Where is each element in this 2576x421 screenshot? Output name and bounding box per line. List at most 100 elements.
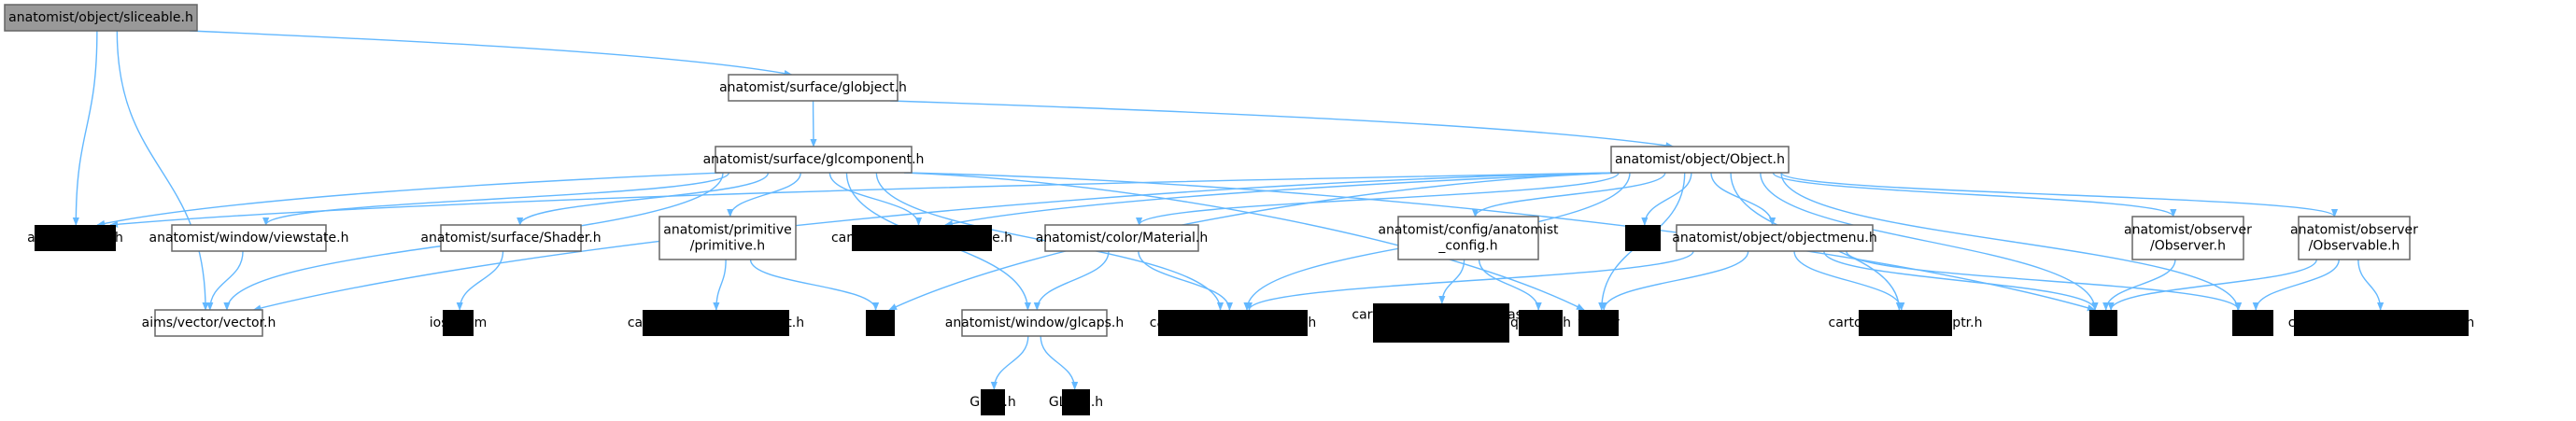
node-box	[1044, 224, 1199, 252]
node-material[interactable]: anatomist/color/Material.h	[1036, 224, 1209, 252]
node-label: vector	[1578, 316, 1620, 330]
edge-observable-to-sharedptr	[2357, 259, 2385, 311]
node-label: cartodata/volume/volume.h	[831, 231, 1012, 246]
node-object[interactable]: anatomist/object/Object.h	[1610, 146, 1790, 174]
node-globject[interactable]: anatomist/surface/globject.h	[719, 74, 907, 102]
node-anaconfig[interactable]: anatomist/config/anatomist_config.h	[1378, 216, 1559, 260]
node-label: cartobase/smart/rcobject.h	[628, 316, 804, 330]
node-rcobject: cartobase/smart/rcobject.h	[628, 310, 804, 336]
node-box	[1610, 146, 1790, 174]
edge-object-to-objectmenu	[1710, 172, 1776, 226]
node-box	[728, 74, 899, 102]
edge-glcaps-to-glu	[1040, 335, 1079, 390]
node-label: qglobal.h	[1510, 316, 1571, 330]
node-label: set	[2093, 316, 2114, 330]
edge-material-to-glcaps	[1033, 250, 1110, 311]
edge-object-to-observer	[1772, 172, 2177, 218]
node-box	[171, 224, 327, 252]
edge-viewstate-to-vectorh	[206, 250, 244, 311]
node-label: anatomist/window/viewstate.h	[149, 231, 349, 246]
node-objectmenu[interactable]: anatomist/object/objectmenu.h	[1672, 224, 1877, 252]
node-shader[interactable]: anatomist/surface/Shader.h	[420, 224, 602, 252]
node-vectorh[interactable]: aims/vector/vector.h	[142, 309, 276, 337]
edge-globject-to-object	[889, 100, 1675, 149]
node-label: cartobase/config/cartobase	[1352, 308, 1530, 323]
node-gl: GL/gl.h	[970, 389, 1016, 415]
edge-glcomponent-to-vector	[903, 172, 1585, 311]
node-observable[interactable]: anatomist/observer/Observable.h	[2290, 216, 2418, 260]
node-sliceable[interactable]: anatomist/object/sliceable.h	[4, 4, 198, 32]
edge-material-to-cbobject	[1138, 250, 1234, 311]
node-box	[715, 146, 913, 174]
node-volume: cartodata/volume/volume.h	[831, 225, 1012, 251]
edge-glcaps-to-gl	[990, 335, 1029, 390]
edge-objectmenu-to-rcptr	[1793, 250, 1905, 311]
edge-glcomponent-to-shader	[517, 172, 770, 226]
node-map: map	[1625, 225, 1661, 251]
edge-object-to-material	[1136, 172, 1620, 226]
node-label: anatomist/config/anatomist	[1378, 223, 1559, 238]
node-box	[981, 389, 1005, 415]
node-glu: GL/glu.h	[1049, 389, 1103, 415]
node-box	[961, 309, 1108, 337]
edge-object-to-volume	[944, 172, 1620, 227]
node-label: anatomist/surface/globject.h	[719, 80, 907, 95]
edge-glcomponent-to-rgb	[96, 172, 724, 227]
edge-glcomponent-to-primitive	[727, 172, 801, 218]
node-label: anatomist/object/Object.h	[1615, 152, 1785, 167]
edge-object-to-set	[1760, 172, 2099, 311]
node-label: list	[870, 316, 890, 330]
node-box	[2089, 310, 2117, 336]
node-box	[1859, 310, 1952, 336]
node-label: anatomist/color/Material.h	[1036, 231, 1209, 246]
edge-shader-to-iostream	[456, 250, 504, 311]
node-label: _config.h	[1437, 239, 1497, 254]
node-box	[852, 225, 992, 251]
node-qglobal: qglobal.h	[1510, 310, 1571, 336]
nodes-layer: anatomist/object/sliceable.h anatomist/su…	[4, 4, 2474, 415]
node-cbobject: cartobase/object/object.h	[1150, 310, 1316, 336]
node-label: string	[2234, 316, 2272, 330]
node-box	[2232, 310, 2273, 336]
node-box	[1373, 303, 1509, 343]
edge-observer-to-set	[2102, 259, 2176, 311]
node-label: anatomist/observer	[2124, 223, 2252, 238]
node-sharedptr: cartobase/smart/sharedptr.h	[2288, 310, 2474, 336]
node-string: string	[2232, 310, 2273, 336]
edge-sliceable-to-vectorh	[116, 30, 209, 311]
edge-glcomponent-to-set	[903, 172, 2096, 312]
node-rcptr: cartobase/smart/rcptr.h	[1829, 310, 1982, 336]
edge-objectmenu-to-string	[1846, 250, 2243, 311]
node-viewstate[interactable]: anatomist/window/viewstate.h	[149, 224, 349, 252]
edge-primitive-to-rcobject	[713, 259, 727, 311]
node-label: anatomist/object/objectmenu.h	[1672, 231, 1876, 246]
node-label: iostream	[430, 316, 488, 330]
node-box	[658, 216, 797, 260]
node-box	[866, 310, 895, 336]
node-label: map	[1628, 231, 1657, 246]
node-box	[1519, 310, 1563, 336]
node-observer[interactable]: anatomist/observer/Observer.h	[2124, 216, 2252, 260]
node-glcaps[interactable]: anatomist/window/glcaps.h	[945, 309, 1125, 337]
node-label: anatomist/surface/Shader.h	[420, 231, 601, 246]
node-box	[2131, 216, 2244, 260]
edge-glcomponent-to-volume	[828, 172, 923, 226]
node-box	[154, 309, 263, 337]
node-label: /Observer.h	[2150, 239, 2226, 254]
edge-observable-to-set	[2107, 259, 2317, 311]
edge-objectmenu-to-cbobject	[1245, 250, 1694, 311]
node-label: aims/rgb/rgb.h	[27, 231, 123, 246]
node-label: GL/glu.h	[1049, 395, 1103, 410]
edge-object-to-observable	[1780, 172, 2338, 218]
node-primitive[interactable]: anatomist/primitive/primitive.h	[658, 216, 797, 260]
node-list: list	[866, 310, 895, 336]
node-box	[2298, 216, 2411, 260]
edge-object-to-map	[1641, 172, 1692, 226]
edge-object-to-rgb	[109, 172, 1620, 228]
node-glcomponent[interactable]: anatomist/surface/glcomponent.h	[703, 146, 925, 174]
node-box	[1397, 216, 1539, 260]
edge-objectmenu-to-set	[1823, 250, 2099, 311]
node-box	[1062, 389, 1090, 415]
node-box	[2294, 310, 2469, 336]
node-label: _config.h	[1410, 324, 1470, 339]
